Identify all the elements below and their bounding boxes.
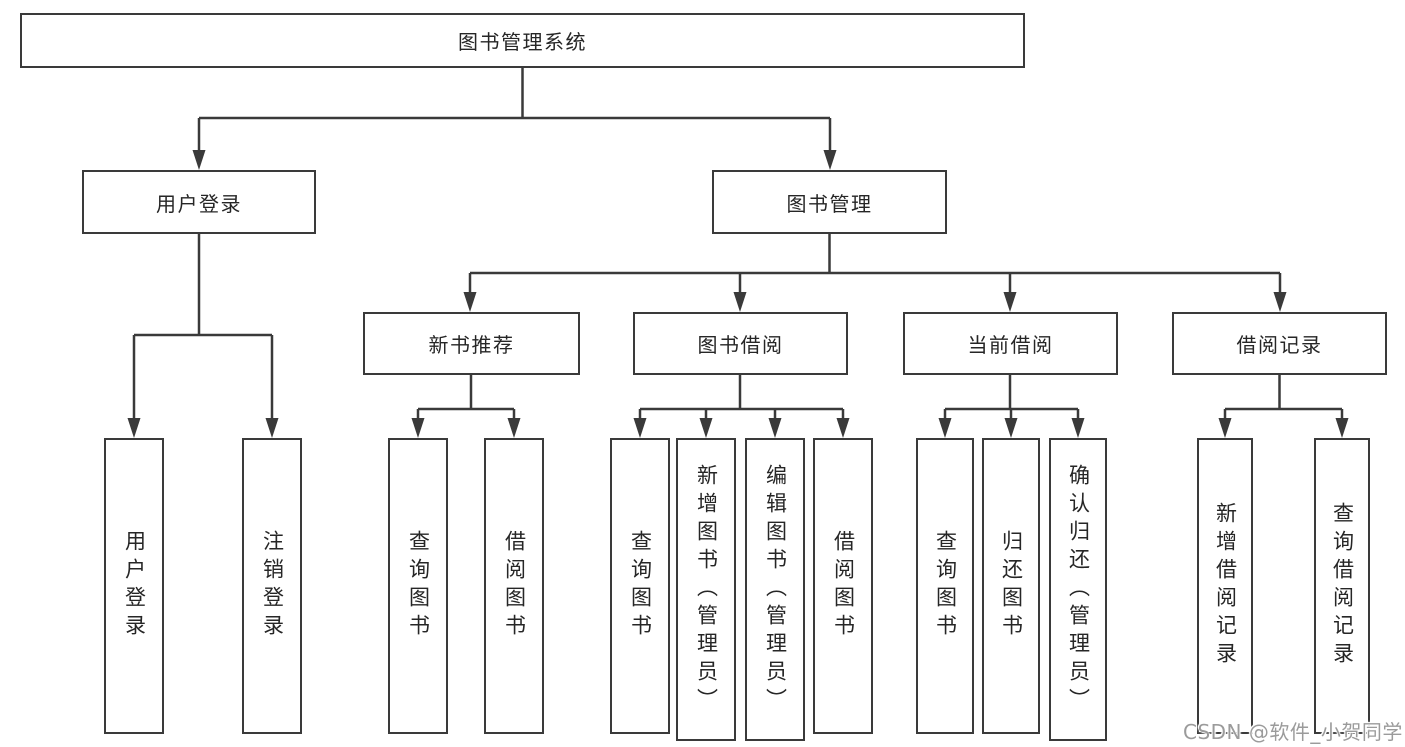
leaf-user-login: 用户登录 xyxy=(104,438,164,734)
node-root: 图书管理系统 xyxy=(20,13,1025,68)
leaf-label: 注销登录 xyxy=(260,530,285,642)
leaf-label: 归还图书 xyxy=(999,530,1024,642)
leaf-add-borrow-record: 新增借阅记录 xyxy=(1197,438,1253,734)
leaf-query-books-recommend: 查询图书 xyxy=(388,438,448,734)
leaf-borrow-books-recommend: 借阅图书 xyxy=(484,438,544,734)
node-borrow-records: 借阅记录 xyxy=(1172,312,1387,375)
leaf-query-books-borrowing: 查询图书 xyxy=(610,438,670,734)
leaf-label: 新增借阅记录 xyxy=(1213,502,1238,670)
leaf-add-book-admin: 新增图书（管理员） xyxy=(676,438,736,741)
node-user-login-branch: 用户登录 xyxy=(82,170,316,234)
leaf-logout: 注销登录 xyxy=(242,438,302,734)
leaf-edit-book-admin: 编辑图书（管理员） xyxy=(745,438,805,741)
node-new-book-recommend: 新书推荐 xyxy=(363,312,580,375)
leaf-label: 查询图书 xyxy=(406,530,431,642)
leaf-query-borrow-record: 查询借阅记录 xyxy=(1314,438,1370,734)
leaf-return-book: 归还图书 xyxy=(982,438,1040,734)
node-book-management: 图书管理 xyxy=(712,170,947,234)
leaf-query-books-current: 查询图书 xyxy=(916,438,974,734)
leaf-label: 查询图书 xyxy=(933,530,958,642)
csdn-watermark: CSDN @软件_小贺同学 xyxy=(1183,720,1403,744)
leaf-label: 借阅图书 xyxy=(502,530,527,642)
node-book-borrowing: 图书借阅 xyxy=(633,312,848,375)
node-current-borrowing: 当前借阅 xyxy=(903,312,1118,375)
leaf-label: 查询借阅记录 xyxy=(1330,502,1355,670)
leaf-label: 查询图书 xyxy=(628,530,653,642)
leaf-borrow-books-borrowing: 借阅图书 xyxy=(813,438,873,734)
leaf-label: 编辑图书（管理员） xyxy=(763,463,788,716)
leaf-label: 用户登录 xyxy=(122,530,147,642)
leaf-label: 新增图书（管理员） xyxy=(694,463,719,716)
leaf-label: 借阅图书 xyxy=(831,530,856,642)
leaf-confirm-return-admin: 确认归还（管理员） xyxy=(1049,438,1107,741)
leaf-label: 确认归还（管理员） xyxy=(1066,463,1091,716)
